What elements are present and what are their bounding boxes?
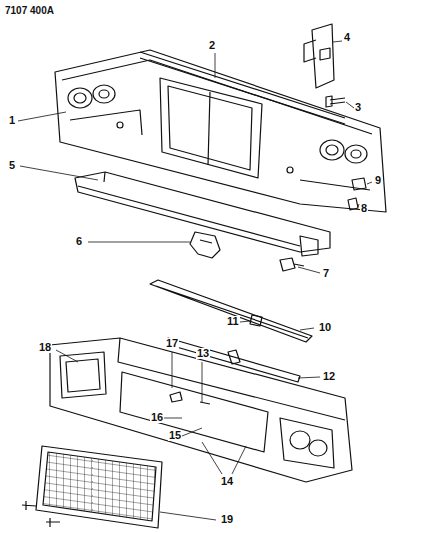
callout-number: 11 bbox=[226, 316, 240, 327]
callout-number: 8 bbox=[360, 203, 368, 214]
seal-strip bbox=[150, 280, 312, 342]
callout-number: 15 bbox=[168, 430, 182, 441]
callout-number: 2 bbox=[208, 40, 216, 51]
bar bbox=[166, 338, 300, 382]
radiator-support bbox=[55, 50, 386, 212]
callout-number: 12 bbox=[322, 371, 336, 382]
callout-number: 7 bbox=[322, 268, 330, 279]
callout-number: 17 bbox=[165, 338, 179, 349]
callout-number: 5 bbox=[8, 160, 16, 171]
bracket bbox=[190, 232, 220, 258]
clip bbox=[250, 315, 262, 326]
callout-number: 9 bbox=[374, 175, 382, 186]
callout-number: 19 bbox=[220, 514, 234, 525]
callout-number: 4 bbox=[343, 32, 351, 43]
callout-number: 13 bbox=[196, 348, 210, 359]
callout-number: 1 bbox=[8, 115, 16, 126]
callout-number: 10 bbox=[318, 322, 332, 333]
callout-number: 16 bbox=[150, 412, 164, 423]
crossmember bbox=[75, 172, 330, 256]
callout-number: 14 bbox=[220, 476, 234, 487]
callout-number: 6 bbox=[75, 236, 83, 247]
grille bbox=[22, 446, 162, 528]
bolt bbox=[280, 258, 304, 271]
figure-number: 7107 400A bbox=[4, 6, 55, 16]
callout-number: 3 bbox=[354, 102, 362, 113]
leader-line bbox=[18, 41, 372, 520]
callout-number: 18 bbox=[38, 342, 52, 353]
bracket bbox=[304, 24, 345, 107]
